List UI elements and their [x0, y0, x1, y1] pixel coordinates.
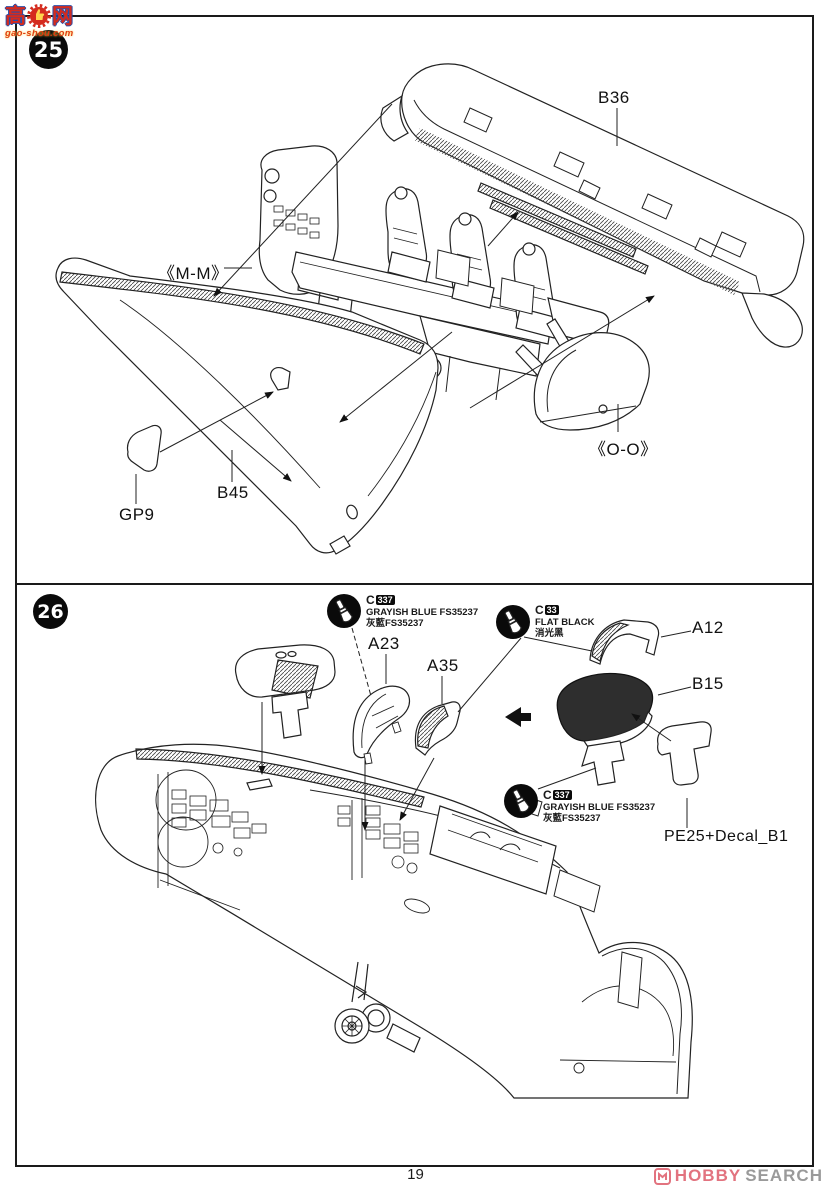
gear-thumb-icon — [27, 4, 51, 28]
b15-part — [556, 672, 654, 786]
paint-icon-2 — [496, 605, 530, 639]
canopy-rails — [477, 182, 649, 275]
paint-color-number: 33 — [544, 605, 559, 616]
paint-color-number: 337 — [375, 595, 395, 606]
a12-part — [589, 619, 660, 665]
paint-code-letter: C — [543, 788, 552, 802]
hobby-search-icon — [653, 1167, 671, 1185]
paint-name-zh: 消光黑 — [535, 627, 564, 639]
part-label-oo: 《O-O》 — [589, 440, 658, 459]
step25-arrows — [159, 103, 655, 482]
nose-gear-26 — [334, 961, 421, 1053]
logo-word-hobby: HOBBY — [674, 1166, 742, 1185]
paint-name-en: FLAT BLACK — [535, 616, 595, 628]
direction-arrow-icon — [505, 707, 531, 727]
paint-icon-1 — [327, 594, 361, 628]
gp9-part — [126, 424, 162, 472]
step-25-number: 25 — [33, 37, 64, 62]
a35-part — [414, 701, 461, 756]
step26-diagram — [95, 594, 712, 1099]
step-26-number: 26 — [37, 600, 64, 623]
hobby-search-logo: HOBBY SEARCH — [653, 1166, 823, 1186]
fuselage — [95, 743, 693, 1099]
page-frame — [15, 15, 814, 1167]
part-label-a23: A23 — [368, 634, 400, 653]
part-label-b15: B15 — [692, 674, 724, 693]
page-number: 19 — [407, 1166, 424, 1183]
paint-name-en: GRAYISH BLUE FS35237 — [543, 801, 656, 813]
step-25-badge: 25 — [29, 30, 68, 69]
step26-leaders — [351, 627, 692, 828]
part-label-b45: B45 — [217, 483, 249, 502]
b36-part — [380, 63, 805, 348]
deck-part — [234, 644, 336, 739]
panel-divider — [15, 583, 812, 585]
pe25-part — [657, 721, 712, 786]
logo-word-search: SEARCH — [745, 1166, 823, 1185]
paint-name-zh: 灰藍FS35237 — [366, 617, 424, 629]
watermark-logo: 高 网 gao-shou.com — [5, 4, 74, 39]
watermark-domain: gao-shou.com — [5, 28, 74, 39]
step-26-badge: 26 — [33, 594, 68, 629]
cockpit-assembly — [258, 145, 610, 401]
paint-name-en: GRAYISH BLUE FS35237 — [366, 606, 479, 618]
paint-icon-3 — [504, 784, 538, 818]
part-label-mm: 《M-M》 — [158, 264, 229, 283]
part-label-gp9: GP9 — [119, 505, 155, 524]
part-label-a35: A35 — [427, 656, 459, 675]
watermark-char-right: 网 — [52, 4, 73, 28]
step25-leaders — [135, 108, 619, 504]
step25-diagram — [55, 63, 805, 555]
part-label-a12: A12 — [692, 618, 724, 637]
part-label-b36: B36 — [598, 88, 630, 107]
oo-cowl-part — [515, 318, 650, 431]
paint-code-letter: C — [535, 603, 544, 617]
paint-name-zh: 灰藍FS35237 — [543, 812, 601, 824]
part-label-pe25: PE25+Decal_B1 — [664, 828, 789, 845]
step26-arrows — [258, 702, 672, 831]
a23-part — [352, 685, 411, 765]
watermark-char-left: 高 — [5, 4, 26, 28]
paint-color-number: 337 — [552, 790, 572, 801]
paint-code-letter: C — [366, 593, 375, 607]
